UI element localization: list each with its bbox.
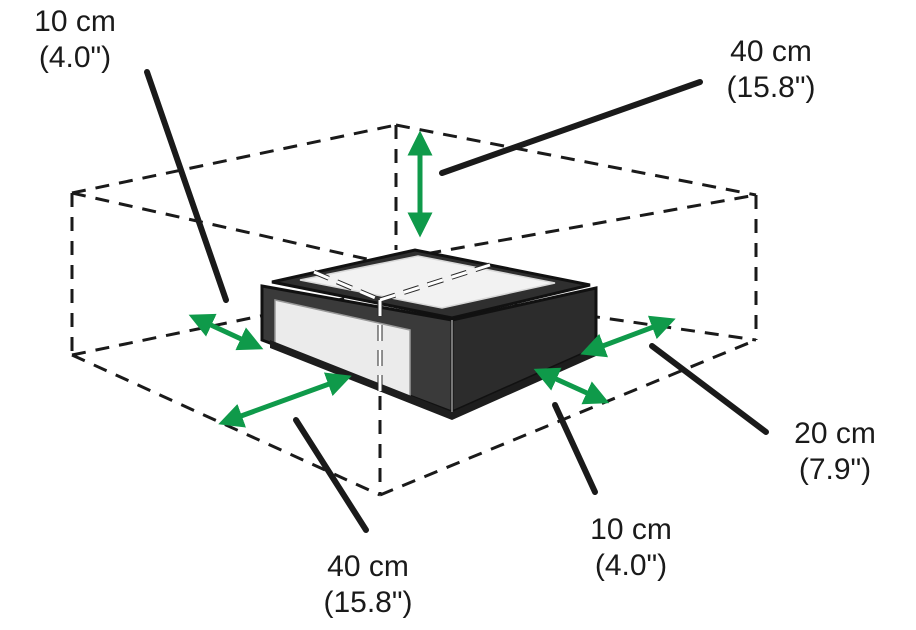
printer <box>260 248 598 420</box>
label-metric: 40 cm <box>730 35 812 68</box>
arrow-front <box>218 372 352 428</box>
arrow-left-side <box>188 313 264 351</box>
box-edge <box>379 193 757 264</box>
label-top-left: 10 cm (4.0") <box>0 4 150 76</box>
box-edge <box>395 123 757 197</box>
arrow-rear <box>533 367 610 405</box>
label-imperial: (4.0") <box>38 41 112 74</box>
label-metric: 40 cm <box>327 550 409 583</box>
clearance-arrows <box>188 130 676 428</box>
printer-base <box>270 340 596 420</box>
label-bottom-center: 10 cm (4.0") <box>556 512 706 584</box>
leader-bottom-center <box>552 402 598 495</box>
leader-top-left <box>144 69 229 303</box>
label-bottom-right: 20 cm (7.9") <box>760 416 910 488</box>
label-imperial: (15.8") <box>323 586 413 619</box>
leader-top-right <box>439 79 703 176</box>
box-edge <box>71 191 381 264</box>
label-imperial: (7.9") <box>798 453 872 486</box>
label-metric: 10 cm <box>34 5 116 38</box>
leader-bottom-left <box>293 417 369 533</box>
leader-lines <box>144 69 769 533</box>
printer-paper-output <box>299 255 556 309</box>
label-imperial: (4.0") <box>594 549 668 582</box>
leader-bottom-right <box>649 343 769 435</box>
box-edge <box>71 123 397 195</box>
label-bottom-left: 40 cm (15.8") <box>293 549 443 621</box>
label-metric: 10 cm <box>590 513 672 546</box>
printer-centre-guides <box>313 262 491 392</box>
label-imperial: (15.8") <box>726 71 816 104</box>
label-top-right: 40 cm (15.8") <box>696 34 846 106</box>
label-metric: 20 cm <box>794 417 876 450</box>
box-edge <box>379 338 757 497</box>
arrow-right-side <box>580 315 676 358</box>
